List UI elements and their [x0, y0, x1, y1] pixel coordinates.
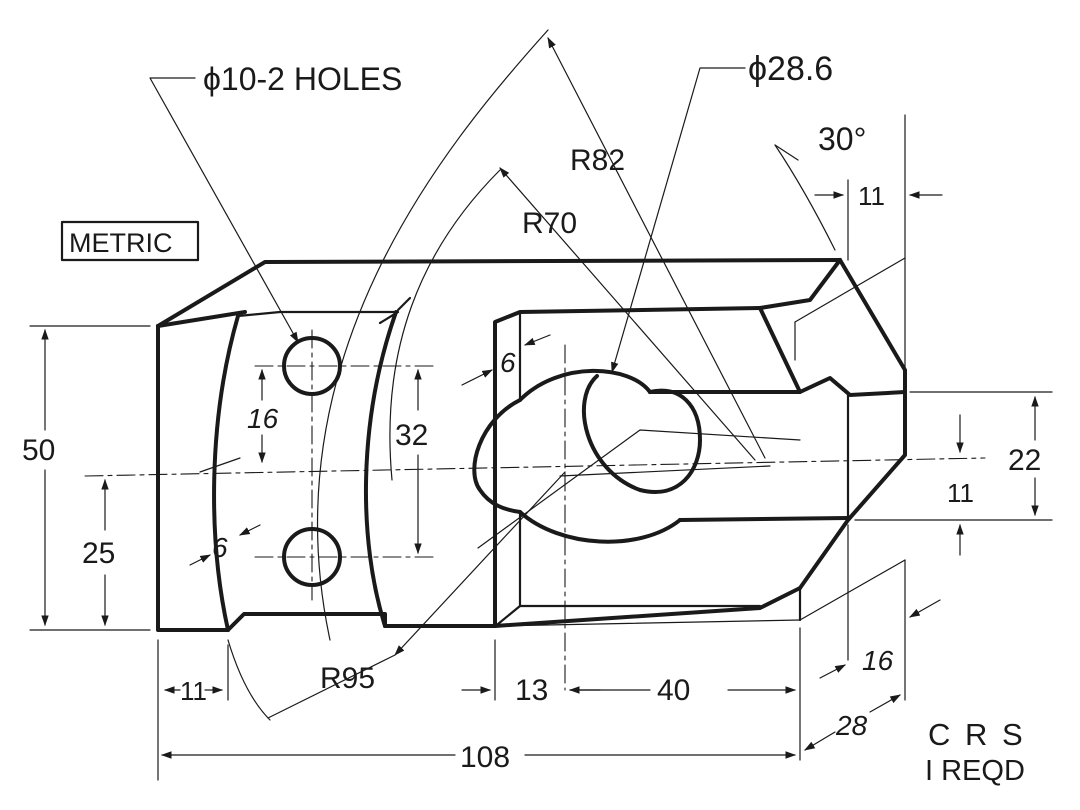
dim-108: 108: [460, 741, 510, 774]
dim-28: 28: [835, 710, 868, 741]
r95-label: R95: [320, 662, 375, 695]
radius-arcs: [227, 29, 549, 721]
labels: METRIC ϕ10-2 HOLES ϕ28.6 30° R82 R70 R95…: [22, 50, 1041, 787]
dim-6-mid: 6: [500, 347, 516, 378]
dimension-lines: [29, 114, 1053, 781]
center-lines: [84, 329, 986, 691]
dim-11-bottom: 11: [180, 676, 207, 706]
dim-25: 25: [82, 537, 115, 570]
leaders: [149, 37, 836, 719]
dim-6-left: 6: [212, 532, 228, 563]
dim-13: 13: [515, 674, 548, 707]
part-outline: [156, 257, 907, 632]
holes-callout: ϕ10-2 HOLES: [203, 61, 402, 97]
bore-callout: ϕ28.6: [748, 50, 833, 88]
angle-callout: 30°: [818, 121, 866, 157]
dim-22: 22: [1008, 444, 1041, 477]
material-note: C R S: [928, 717, 1026, 752]
dim-16-right: 16: [862, 645, 894, 676]
r70-label: R70: [522, 207, 577, 240]
dim-50: 50: [22, 434, 55, 467]
dim-16: 16: [247, 403, 279, 434]
r82-label: R82: [570, 144, 625, 177]
metric-note: METRIC: [69, 228, 173, 258]
dim-32: 32: [395, 419, 428, 452]
metric-box: [60, 220, 200, 262]
quantity-note: I REQD: [925, 755, 1025, 787]
dim-11-top: 11: [858, 181, 885, 211]
dim-40: 40: [657, 674, 690, 707]
dim-11-right: 11: [947, 478, 974, 508]
